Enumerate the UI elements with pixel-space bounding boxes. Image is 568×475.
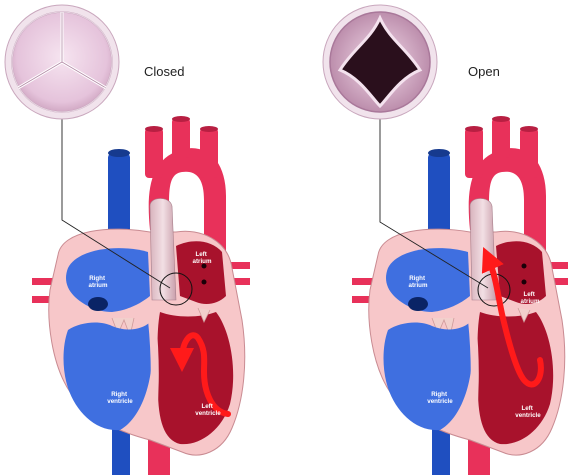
- closed-valve-icon: [5, 5, 119, 119]
- label-aorta-open: Aorta: [496, 185, 513, 192]
- closed-panel: Aorta Right atrium Left atrium Right ven…: [5, 5, 250, 475]
- label-right-atrium-closed: Right atrium: [89, 275, 108, 289]
- state-label-closed: Closed: [144, 64, 184, 79]
- label-right-atrium-open: Right atrium: [409, 275, 428, 289]
- state-label-open: Open: [468, 64, 500, 79]
- heart-illustration-closed: [32, 116, 250, 475]
- label-aorta-closed: Aorta: [176, 185, 193, 192]
- open-valve-icon: [323, 5, 437, 119]
- open-panel: Aorta Right atrium Left atrium Right ven…: [323, 5, 568, 475]
